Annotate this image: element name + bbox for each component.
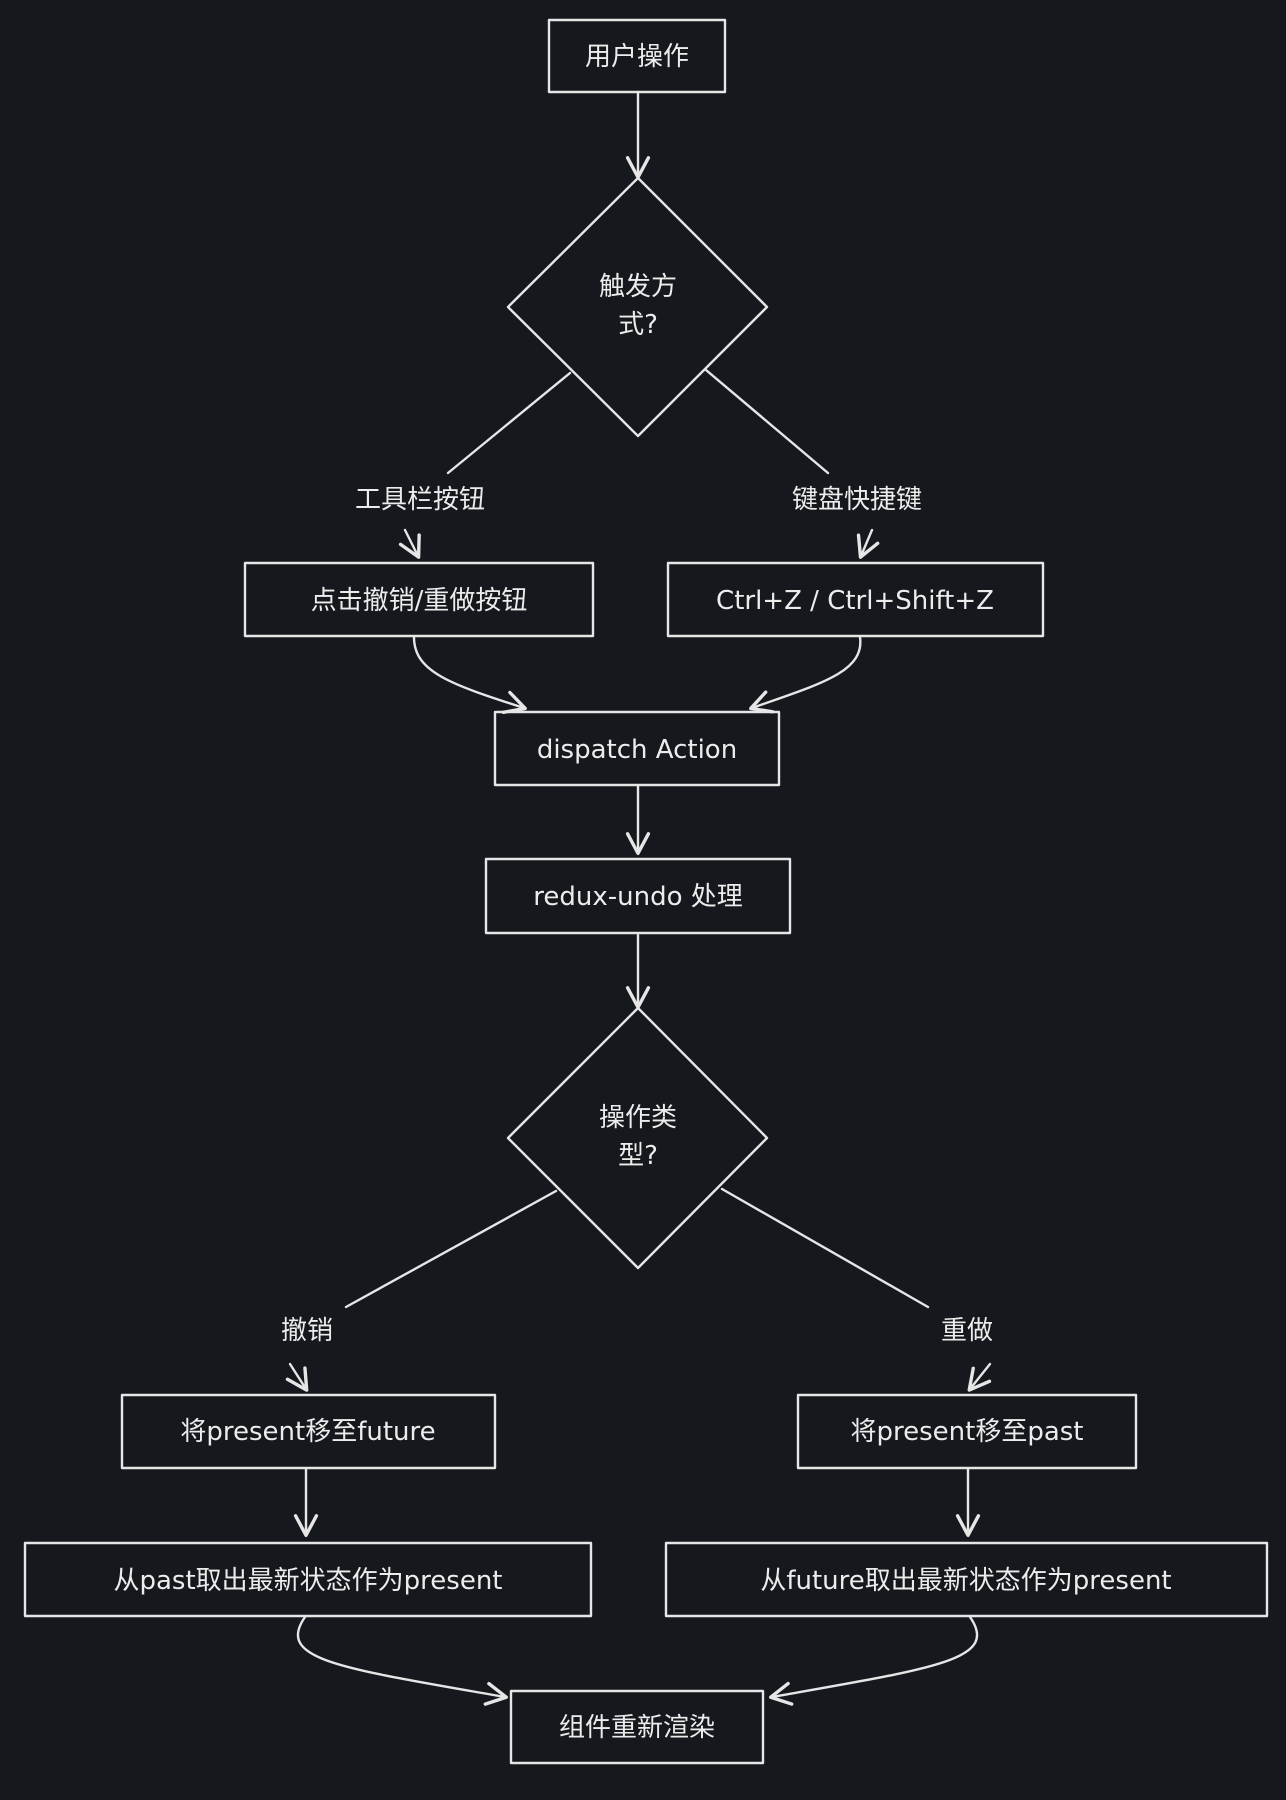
node-redux-undo-label: redux-undo 处理 bbox=[533, 882, 743, 912]
decision-trigger-method: 触发方 式? bbox=[506, 176, 769, 438]
node-past-to-present: 从past取出最新状态作为present bbox=[23, 1541, 593, 1618]
edge-keyboard-label-to-shortcut bbox=[856, 528, 880, 559]
edge-label-toolbar-button: 工具栏按钮 bbox=[355, 485, 485, 515]
edge-trigger-to-keyboard-label bbox=[704, 368, 830, 475]
decision-operation-type-label-line1: 操作类 bbox=[599, 1103, 677, 1133]
node-future-to-present-label: 从future取出最新状态作为present bbox=[760, 1566, 1171, 1596]
node-past-to-present-label: 从past取出最新状态作为present bbox=[113, 1566, 502, 1596]
node-rerender-label: 组件重新渲染 bbox=[559, 1713, 715, 1743]
node-redux-undo: redux-undo 处理 bbox=[484, 857, 792, 935]
node-click-undo-redo: 点击撤销/重做按钮 bbox=[243, 561, 595, 638]
edge-shortcut-to-dispatch bbox=[749, 635, 862, 714]
edge-future-present-to-rerender bbox=[769, 1615, 979, 1706]
node-dispatch-action-label: dispatch Action bbox=[537, 735, 737, 765]
node-dispatch-action: dispatch Action bbox=[493, 710, 781, 787]
edge-past-present-to-rerender bbox=[296, 1615, 508, 1706]
edge-op-type-to-undo-label bbox=[344, 1189, 558, 1309]
node-present-to-future-label: 将present移至future bbox=[180, 1417, 435, 1447]
node-future-to-present: 从future取出最新状态作为present bbox=[664, 1541, 1269, 1618]
edges bbox=[285, 90, 992, 1706]
node-present-to-past: 将present移至past bbox=[796, 1393, 1138, 1470]
node-user-action: 用户操作 bbox=[547, 18, 727, 94]
edge-trigger-to-toolbar-label bbox=[446, 371, 572, 475]
edge-label-redo: 重做 bbox=[941, 1316, 993, 1346]
decision-operation-type-label-line2: 型? bbox=[618, 1141, 658, 1171]
edge-op-type-to-redo-label bbox=[720, 1187, 930, 1309]
edge-click-to-dispatch bbox=[412, 635, 527, 714]
decision-operation-type: 操作类 型? bbox=[506, 1006, 769, 1270]
edge-toolbar-label-to-click bbox=[398, 528, 421, 559]
decision-trigger-method-label-line2: 式? bbox=[618, 310, 658, 340]
node-rerender: 组件重新渲染 bbox=[509, 1689, 765, 1765]
edge-label-undo: 撤销 bbox=[281, 1316, 333, 1346]
edge-undo-label-to-present-future bbox=[285, 1362, 309, 1392]
node-click-undo-redo-label: 点击撤销/重做按钮 bbox=[311, 586, 528, 616]
node-user-action-label: 用户操作 bbox=[585, 42, 689, 72]
node-keyboard-shortcut: Ctrl+Z / Ctrl+Shift+Z bbox=[666, 561, 1045, 638]
edge-label-keyboard-shortcut: 键盘快捷键 bbox=[792, 485, 922, 515]
node-present-to-past-label: 将present移至past bbox=[850, 1417, 1083, 1447]
edge-labels: 工具栏按钮 键盘快捷键 撤销 重做 bbox=[281, 485, 993, 1346]
node-present-to-future: 将present移至future bbox=[120, 1393, 497, 1470]
edge-redo-label-to-present-past bbox=[967, 1362, 992, 1392]
decision-trigger-method-label-line1: 触发方 bbox=[599, 272, 677, 302]
node-keyboard-shortcut-label: Ctrl+Z / Ctrl+Shift+Z bbox=[716, 586, 994, 616]
